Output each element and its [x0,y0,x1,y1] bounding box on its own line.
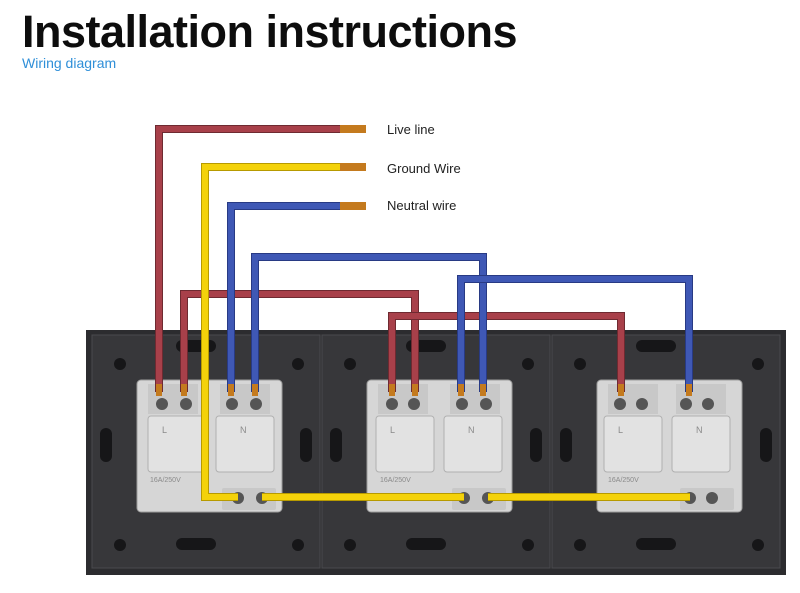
legend-neutral-label: Neutral wire [387,198,456,213]
socket-2-rating: 16A/250V [380,477,411,484]
socket-3-rating: 16A/250V [608,477,639,484]
legend-live-label: Live line [387,122,435,137]
neutral-wires [227,202,693,392]
socket-3-neutral-terminal: N [696,425,703,435]
socket-1-neutral-terminal: N [240,425,247,435]
socket-module-1 [136,379,283,513]
socket-2-neutral-terminal: N [468,425,475,435]
socket-module-3 [596,379,743,513]
page-title: Installation instructions [22,6,518,57]
live-wires [155,125,625,392]
socket-1-rating: 16A/250V [150,477,181,484]
socket-module-2 [366,379,513,513]
socket-3-live-terminal: L [618,425,623,435]
socket-2-live-terminal: L [390,425,395,435]
copper-wire-ends [156,125,692,396]
socket-1-live-terminal: L [162,425,167,435]
ground-wires [201,163,690,501]
legend-ground-label: Ground Wire [387,161,461,176]
terminal-markings: L N 16A/250V L N 16A/250V L N 16A/250V [150,425,703,484]
page-subtitle: Wiring diagram [22,55,117,71]
